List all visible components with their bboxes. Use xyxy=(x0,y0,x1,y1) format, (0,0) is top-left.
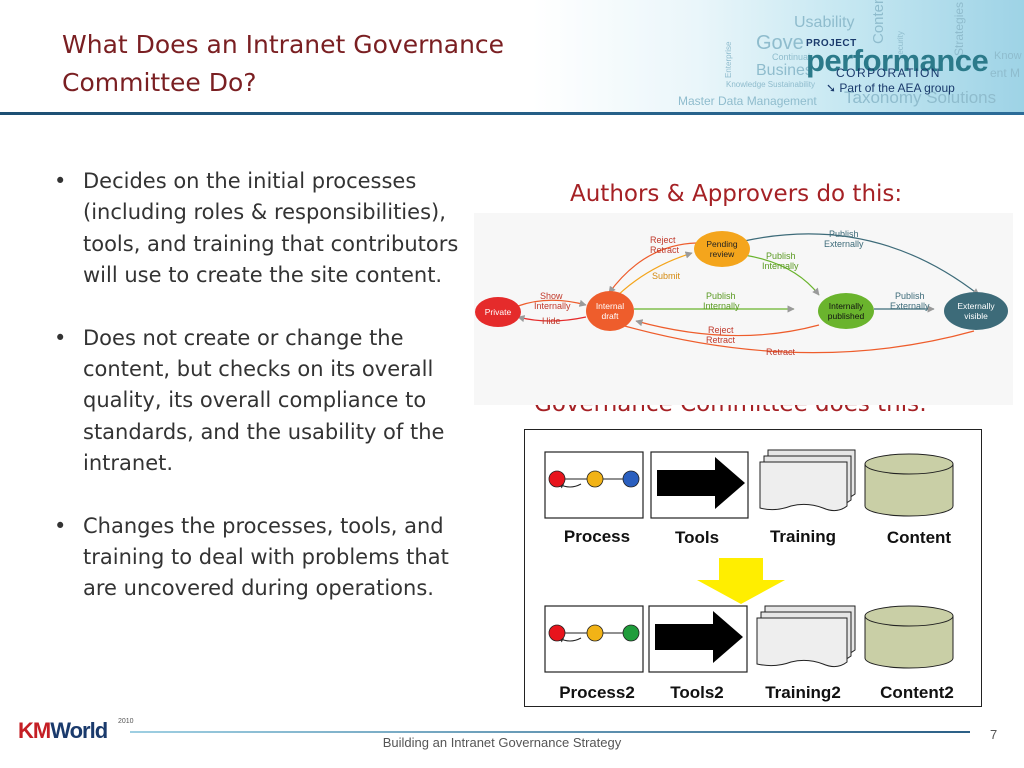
logo-corporation-text: CORPORATION xyxy=(836,66,941,80)
down-arrow-icon xyxy=(697,558,785,604)
title-line-2: Committee Do? xyxy=(62,68,257,97)
footer-text: Building an Intranet Governance Strategy xyxy=(382,735,622,750)
label-process2: Process2 xyxy=(559,683,635,702)
label-tools: Tools xyxy=(675,528,719,547)
bg-word: Master Data Management xyxy=(678,94,817,108)
content2-icon xyxy=(864,605,954,669)
bg-word: Continual xyxy=(772,52,811,62)
label-hide: Hide xyxy=(542,316,561,326)
title-line-1: What Does an Intranet Governance xyxy=(62,30,505,59)
background-word-cloud: Usability Gove Busines Continual Knowled… xyxy=(672,0,1024,112)
logo-project-text: PROJECT xyxy=(806,38,857,49)
bg-word: Gove xyxy=(756,32,804,54)
kmworld-world: World xyxy=(50,718,108,743)
label-tools2: Tools2 xyxy=(670,683,724,702)
edge-hide xyxy=(517,315,587,323)
kmworld-logo: KMWorld xyxy=(18,718,108,744)
bg-word: Knowledge Sustainability xyxy=(726,80,815,89)
logo-performance-text: performance xyxy=(806,43,989,78)
bg-word: Taxonomy Solutions xyxy=(844,88,997,107)
bg-word: ent M xyxy=(990,66,1021,80)
bg-word: Busines xyxy=(756,62,813,79)
kmworld-year: 2010 xyxy=(118,718,134,725)
training2-icon xyxy=(756,605,856,668)
slide-header xyxy=(0,0,1024,112)
bullet-item: Changes the processes, tools, and traini… xyxy=(52,511,472,605)
bg-word: Enterprise xyxy=(724,41,733,78)
svg-text:Private: Private xyxy=(485,307,512,317)
content-icon xyxy=(864,453,954,517)
page-number: 7 xyxy=(990,727,998,742)
edge-publish-externally-top xyxy=(743,233,980,296)
edge-retract xyxy=(613,321,975,354)
tools2-icon xyxy=(648,605,748,673)
authors-caption: Authors & Approvers do this: xyxy=(570,181,903,207)
bullet-item: Does not create or change the content, b… xyxy=(52,323,472,480)
kmworld-km: KM xyxy=(18,718,51,743)
label-process: Process xyxy=(564,527,630,546)
slide-title: What Does an Intranet Governance Committ… xyxy=(62,26,602,102)
bullet-list: Decides on the initial processes (includ… xyxy=(52,166,472,636)
edge-reject-retract-top xyxy=(608,242,697,294)
bg-word: Usability xyxy=(794,14,855,31)
label-content: Content xyxy=(887,528,952,547)
header-divider xyxy=(0,112,1024,115)
governance-svg: Process Tools Training Content Proce xyxy=(544,449,954,702)
governance-diagram: Process Tools Training Content Proce xyxy=(524,429,982,707)
footer-divider xyxy=(130,731,970,733)
edge-show-internally xyxy=(517,299,587,307)
process2-icon xyxy=(544,605,644,673)
bullet-item: Decides on the initial processes (includ… xyxy=(52,166,472,292)
bg-word: Know xyxy=(994,50,1022,62)
edge-reject-retract-bottom xyxy=(635,319,820,337)
label-training2: Training2 xyxy=(765,683,841,702)
logo-aea-label: Part of the AEA group xyxy=(839,81,955,95)
label-retract: Retract xyxy=(766,347,796,357)
training-icon xyxy=(759,449,856,512)
label-training: Training xyxy=(770,527,836,546)
process-icon xyxy=(544,451,644,519)
label-content2: Content2 xyxy=(880,683,954,702)
edge-publish-internally-top xyxy=(743,254,820,296)
label-submit: Submit xyxy=(652,271,681,281)
node-private: Private xyxy=(475,297,521,327)
tools-icon xyxy=(650,451,749,519)
aea-arrow-icon: ➘ xyxy=(826,81,837,95)
logo-aea-text: ➘ Part of the AEA group xyxy=(826,81,955,95)
ppc-logo: PROJECT performance CORPORATION ➘ Part o… xyxy=(806,38,989,98)
